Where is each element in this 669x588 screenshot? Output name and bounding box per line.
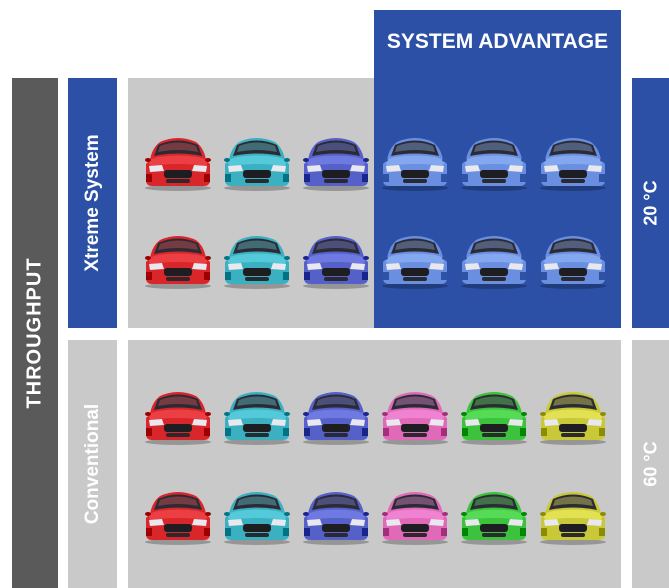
xtreme-system-label-bar: Xtreme System bbox=[68, 78, 117, 328]
conventional-label: Conventional bbox=[81, 403, 103, 525]
throughput-label-bar: THROUGHPUT bbox=[12, 78, 58, 588]
car-conventional-icon bbox=[379, 484, 451, 546]
car-xtreme-icon bbox=[300, 130, 372, 192]
conventional-panel bbox=[128, 340, 621, 588]
car-conventional-icon bbox=[300, 384, 372, 446]
car-conventional-icon bbox=[221, 384, 293, 446]
car-xtreme-icon bbox=[537, 130, 609, 192]
car-conventional-icon bbox=[379, 384, 451, 446]
car-xtreme-icon bbox=[379, 130, 451, 192]
car-conventional-icon bbox=[221, 484, 293, 546]
throughput-label: THROUGHPUT bbox=[23, 257, 46, 409]
car-conventional-icon bbox=[142, 484, 214, 546]
car-xtreme-icon bbox=[458, 130, 530, 192]
car-conventional-icon bbox=[537, 484, 609, 546]
car-xtreme-icon bbox=[300, 228, 372, 290]
xtreme-system-panel bbox=[128, 78, 374, 328]
car-conventional-icon bbox=[142, 384, 214, 446]
temperature-60-bar: 60 °C bbox=[632, 340, 669, 588]
temperature-20-bar: 20 °C bbox=[632, 78, 669, 328]
car-conventional-icon bbox=[300, 484, 372, 546]
car-xtreme-icon bbox=[537, 228, 609, 290]
car-xtreme-icon bbox=[458, 228, 530, 290]
conventional-label-bar: Conventional bbox=[68, 340, 117, 588]
car-xtreme-icon bbox=[221, 130, 293, 192]
car-xtreme-icon bbox=[379, 228, 451, 290]
temperature-20-label: 20 °C bbox=[640, 180, 660, 226]
temperature-60-label: 60 °C bbox=[640, 441, 660, 487]
car-xtreme-icon bbox=[221, 228, 293, 290]
car-conventional-icon bbox=[458, 484, 530, 546]
xtreme-system-label: Xtreme System bbox=[81, 134, 103, 272]
system-advantage-title: SYSTEM ADVANTAGE bbox=[386, 30, 609, 53]
car-xtreme-icon bbox=[142, 228, 214, 290]
car-conventional-icon bbox=[537, 384, 609, 446]
car-xtreme-icon bbox=[142, 130, 214, 192]
car-conventional-icon bbox=[458, 384, 530, 446]
